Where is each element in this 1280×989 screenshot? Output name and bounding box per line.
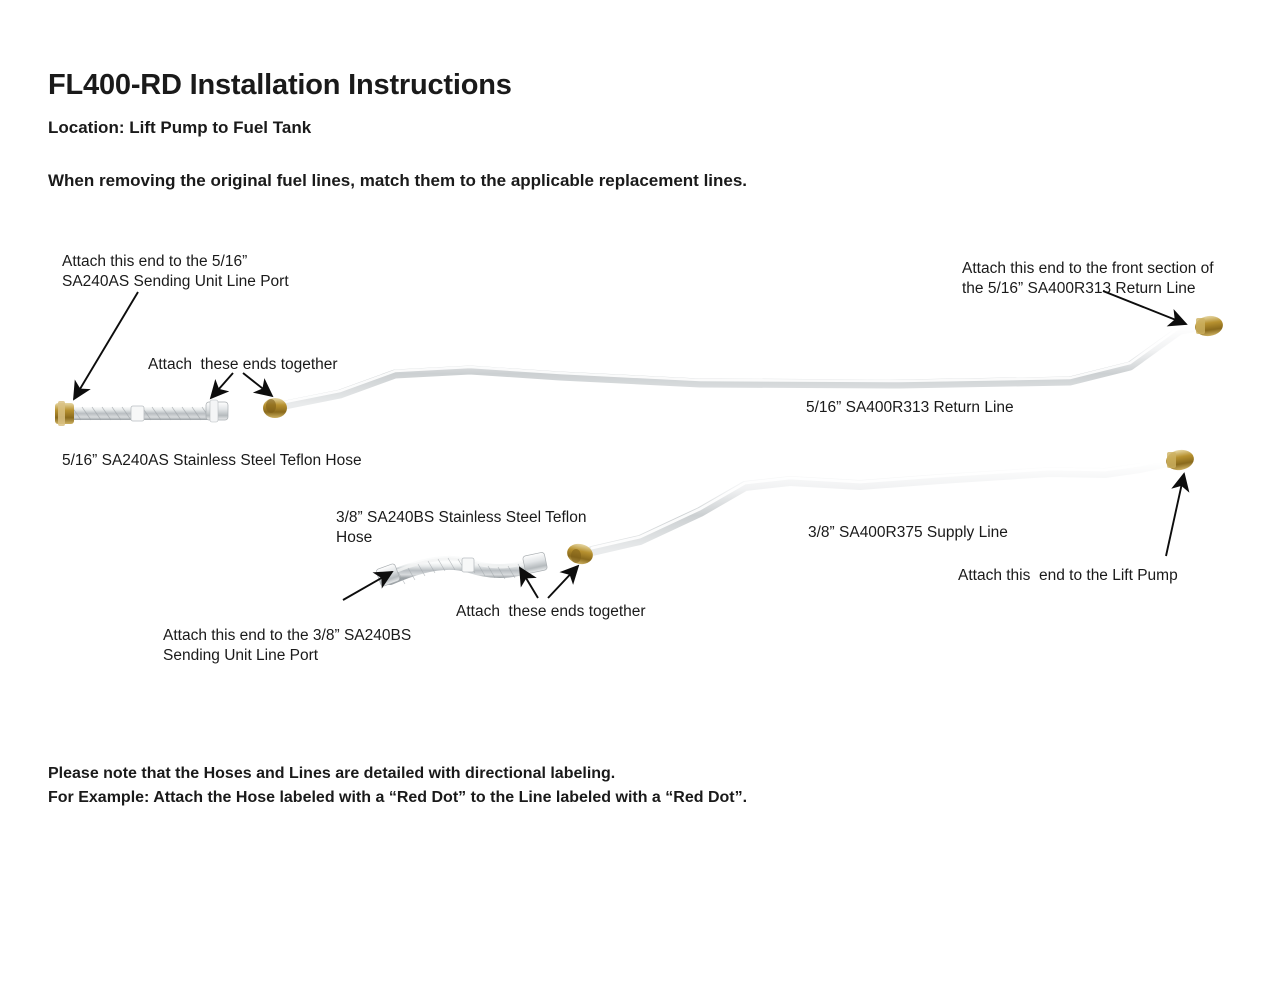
hose-b-fitting-left	[376, 563, 400, 587]
return-line-graphic	[263, 315, 1223, 418]
footer-note-line1: Please note that the Hoses and Lines are…	[48, 765, 616, 782]
hose-a-fitting-right	[205, 399, 229, 423]
annotation-ends-together-top: Attach these ends together	[148, 356, 338, 373]
footer-note-line2: For Example: Attach the Hose labeled wit…	[48, 789, 748, 806]
label-supply-line: 3/8” SA400R375 Supply Line	[808, 524, 1008, 541]
arrow-top-left	[73, 291, 139, 401]
arrow-ends-top-left	[209, 372, 234, 400]
supply-line-fitting-right	[1166, 449, 1194, 471]
return-line-fitting-left	[263, 398, 287, 418]
arrow-ends-top-right	[242, 372, 274, 398]
annotation-top-right: Attach this end to the front section of …	[962, 260, 1214, 298]
arrow-lift-pump	[1165, 472, 1190, 557]
return-line-fitting-right	[1195, 315, 1223, 337]
annotation-lift-pump: Attach this end to the Lift Pump	[958, 567, 1178, 584]
annotation-top-left: Attach this end to the 5/16” SA240AS Sen…	[62, 253, 289, 291]
arrow-bottom-left	[342, 571, 394, 601]
hose-a-fitting-left	[55, 401, 74, 426]
label-hose-b: 3/8” SA240BS Stainless Steel Teflon Hose	[336, 509, 587, 547]
location-subtitle: Location: Lift Pump to Fuel Tank	[48, 118, 312, 137]
annotation-ends-together-bottom: Attach these ends together	[456, 603, 646, 620]
arrow-group	[73, 290, 1190, 601]
hose-a-graphic	[55, 399, 229, 426]
arrow-ends-bottom-right	[547, 564, 580, 599]
supply-line-graphic	[567, 449, 1194, 565]
hose-b-graphic	[376, 552, 548, 587]
page-title: FL400-RD Installation Instructions	[48, 69, 512, 101]
label-return-line: 5/16” SA400R313 Return Line	[806, 399, 1014, 416]
instruction-text: When removing the original fuel lines, m…	[48, 171, 748, 190]
hose-b-fitting-right	[522, 552, 548, 574]
arrow-ends-bottom-left	[519, 566, 539, 599]
label-hose-a: 5/16” SA240AS Stainless Steel Teflon Hos…	[62, 452, 362, 469]
annotation-bottom-left: Attach this end to the 3/8” SA240BS Send…	[163, 627, 412, 665]
